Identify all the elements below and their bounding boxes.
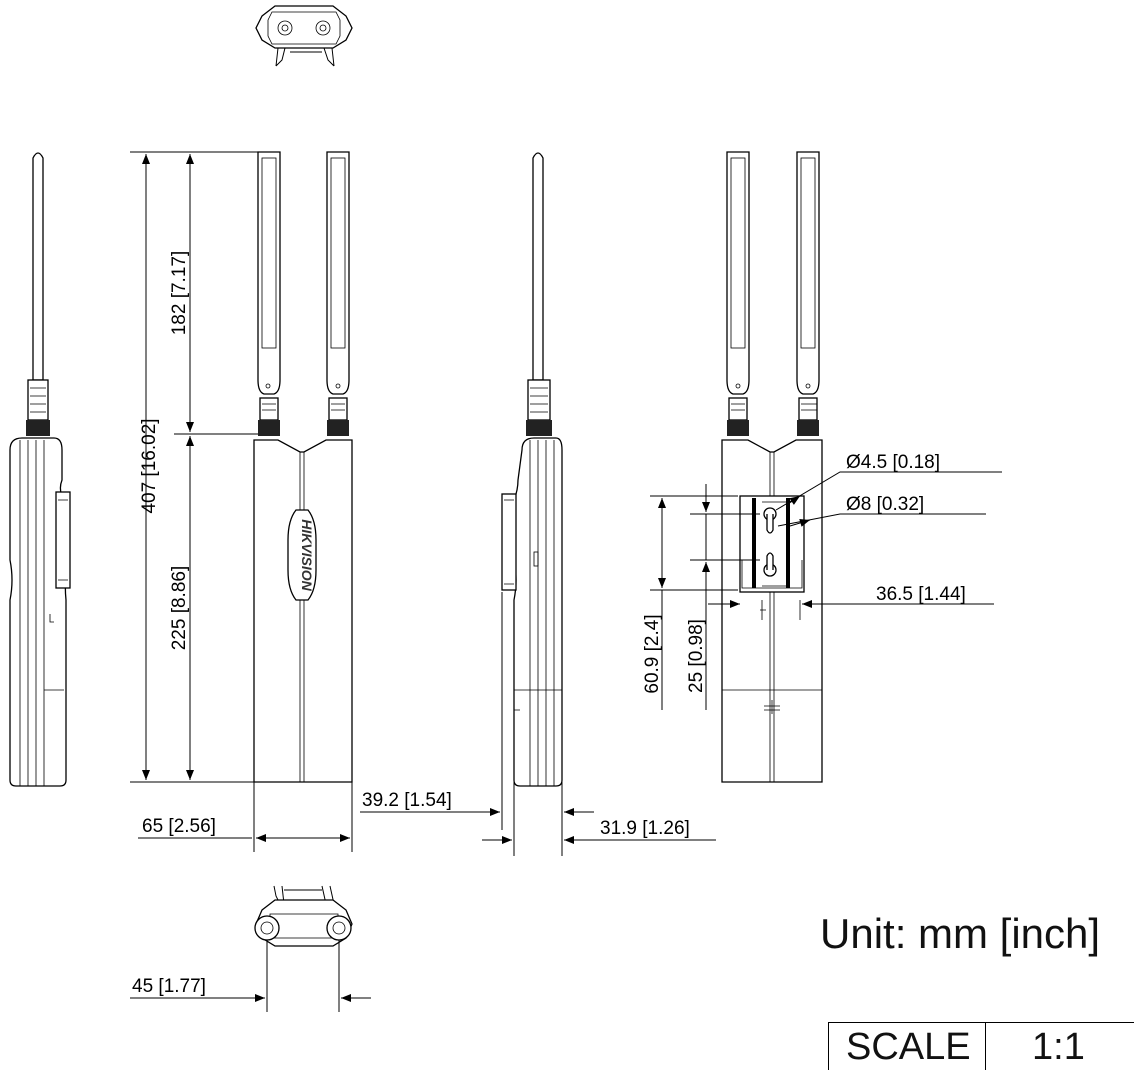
dim-body-length: 225 [8.86] — [169, 566, 190, 651]
dim-hole-spacing-width: 36.5 [1.44] — [876, 584, 966, 605]
dim-antenna-length: 182 [7.17] — [169, 251, 190, 336]
left-side-view — [9, 152, 71, 787]
dim-hole-large: Ø8 [0.32] — [846, 494, 924, 515]
scale-table — [828, 1022, 1134, 1070]
top-view — [255, 5, 353, 67]
dim-front-width: 65 [2.56] — [142, 816, 216, 837]
bottom-view — [254, 885, 353, 947]
dim-hole-small: Ø4.5 [0.18] — [846, 452, 940, 473]
dim-hole-pitch: 25 [0.98] — [686, 619, 707, 693]
dimension-lines — [130, 151, 1002, 1012]
brand-logo: HIKVISION — [299, 519, 315, 591]
dim-bottom-width: 45 [1.77] — [132, 976, 206, 997]
front-view: HIKVISION — [253, 151, 353, 783]
dimension-labels: 407 [16.02] 182 [7.17] 225 [8.86] 65 [2.… — [132, 251, 966, 997]
scale-label: SCALE — [846, 1026, 971, 1068]
dim-total-height: 407 [16.02] — [139, 418, 160, 513]
right-side-view — [501, 152, 563, 787]
rear-view — [721, 151, 823, 783]
scale-value: 1:1 — [1032, 1026, 1085, 1068]
dim-rear-depth: 31.9 [1.26] — [600, 818, 690, 839]
dim-side-depth: 39.2 [1.54] — [362, 790, 452, 811]
dim-bracket-height: 60.9 [2.4] — [642, 614, 663, 693]
unit-label: Unit: mm [inch] — [820, 910, 1101, 957]
scale-divider — [985, 1022, 986, 1070]
